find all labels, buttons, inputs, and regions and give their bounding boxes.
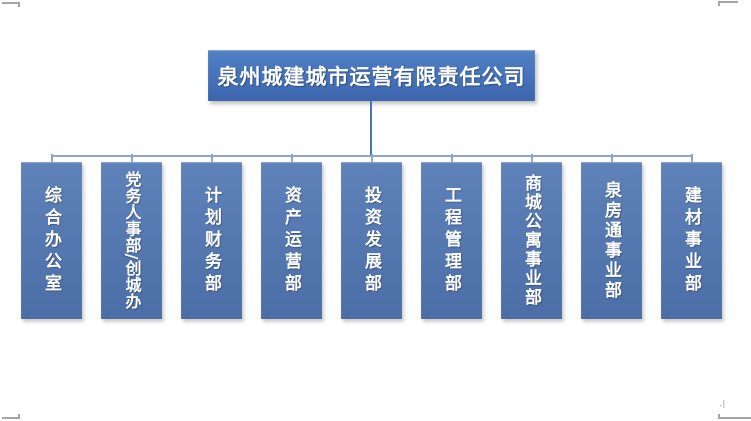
department-node: 计划财务部: [181, 154, 242, 319]
department-node: 泉房通事业部: [581, 154, 642, 319]
root-node-label: 泉州城建城市运营有限责任公司: [217, 64, 526, 89]
root-node-company: 泉州城建城市运营有限责任公司: [208, 50, 535, 101]
department-node: 商城公寓事业部: [501, 154, 562, 319]
department-node: 资产运营部: [261, 154, 322, 319]
department-row: 综合办公室 党务人事部/创城办 计划财务部 资产运营部 投资发展部 工程管理部 …: [21, 154, 722, 319]
department-node: 工程管理部: [421, 154, 482, 319]
department-label: 投资发展部: [361, 185, 381, 296]
department-label: 综合办公室: [41, 185, 61, 296]
crop-mark-top-right: [718, 1, 738, 6]
department-label: 工程管理部: [441, 185, 461, 296]
paragraph-mark: .|: [719, 399, 727, 408]
crop-mark-bottom-left: [2, 414, 20, 419]
department-node: 建材事业部: [661, 154, 722, 319]
department-node: 投资发展部: [341, 154, 402, 319]
department-label: 党务人事部/创城办: [122, 171, 142, 310]
department-node: 党务人事部/创城办: [101, 154, 162, 319]
department-label: 计划财务部: [201, 185, 221, 296]
department-node: 综合办公室: [21, 154, 82, 319]
department-label: 资产运营部: [281, 185, 301, 296]
department-label: 泉房通事业部: [601, 180, 621, 301]
connector-root-vertical: [370, 101, 372, 156]
crop-mark-bottom-right: [718, 414, 751, 419]
department-label: 商城公寓事业部: [521, 174, 541, 307]
crop-mark-top-left: [2, 2, 20, 7]
department-label: 建材事业部: [681, 185, 701, 296]
